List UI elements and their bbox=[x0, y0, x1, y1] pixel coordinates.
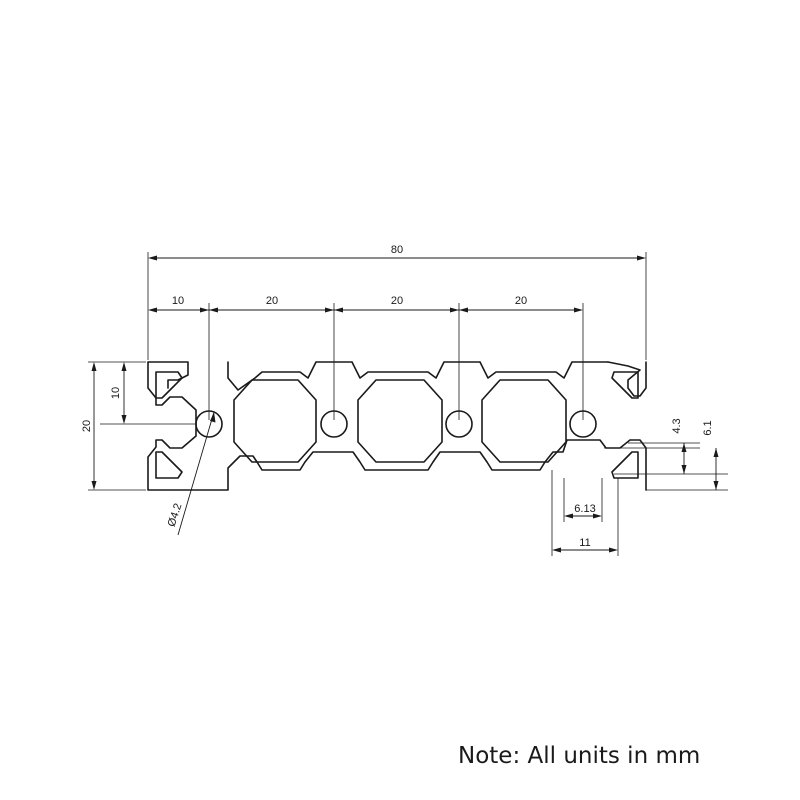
dim-overall-width: 80 bbox=[391, 244, 403, 256]
dim-pitch-first: 10 bbox=[172, 295, 184, 307]
dim-slot-opening: 6.13 bbox=[574, 503, 595, 515]
dim-overall-height: 20 bbox=[81, 420, 93, 432]
right-bottom-hook bbox=[611, 451, 639, 479]
dim-pitch-2: 20 bbox=[391, 295, 403, 307]
left-top-hook bbox=[155, 371, 183, 399]
dim-slot-width: 11 bbox=[579, 537, 590, 549]
dim-slot-depth-outer: 6.1 bbox=[702, 420, 714, 435]
profile-outline bbox=[147, 361, 647, 491]
cavity-1 bbox=[233, 379, 317, 463]
dim-slot-depth-inner: 4.3 bbox=[671, 418, 683, 433]
dim-pitch-3: 20 bbox=[515, 295, 527, 307]
dim-half-height: 10 bbox=[110, 387, 122, 399]
dim-pitch-1: 20 bbox=[266, 295, 278, 307]
dimension-labels: 80 10 20 20 20 20 10 Ø4.2 4.3 6.1 6.13 1… bbox=[81, 244, 714, 549]
dim-hole-diameter: Ø4.2 bbox=[166, 502, 185, 528]
cavity-2 bbox=[357, 379, 443, 463]
right-top-hook bbox=[611, 371, 639, 399]
profile-right-edge bbox=[607, 361, 647, 397]
dimension-lines bbox=[88, 252, 728, 556]
units-note: Note: All units in mm bbox=[458, 743, 701, 769]
profile-outer-contour bbox=[147, 361, 647, 491]
cavity-3 bbox=[481, 379, 567, 463]
left-bottom-hook bbox=[155, 451, 183, 479]
profile-top-edge bbox=[147, 361, 609, 391]
